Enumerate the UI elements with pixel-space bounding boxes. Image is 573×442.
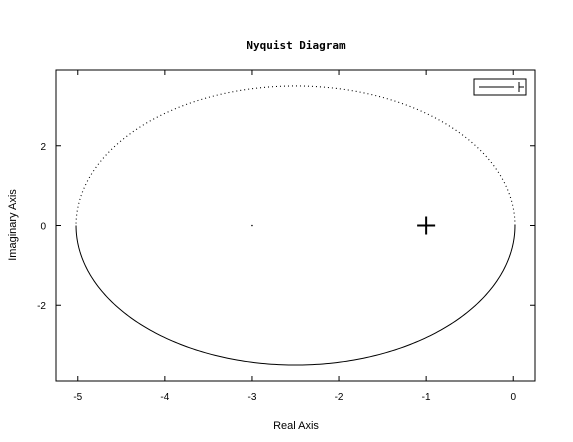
y-tick-label: 0 — [40, 222, 46, 233]
y-tick-label: 2 — [40, 142, 46, 153]
x-tick-label: 0 — [510, 392, 516, 403]
curve-lower-half — [75, 225, 516, 366]
critical-point-marker — [417, 216, 436, 235]
plot-frame — [55, 69, 536, 382]
x-tick-label: -4 — [160, 392, 169, 403]
center-dot — [251, 224, 253, 227]
legend — [473, 78, 527, 96]
x-tick-label: -2 — [335, 392, 344, 403]
nyquist-curve — [75, 85, 516, 366]
chart-title: Nyquist Diagram — [246, 39, 346, 52]
axis-ticks: -5 -4 -3 -2 -1 0 -2 0 2 — [37, 70, 535, 403]
x-axis-label: Real Axis — [273, 420, 319, 432]
x-tick-label: -5 — [73, 392, 82, 403]
x-tick-label: -3 — [248, 392, 257, 403]
curve-upper-half — [75, 85, 516, 226]
y-tick-label: -2 — [37, 301, 46, 312]
x-tick-label: -1 — [422, 392, 431, 403]
y-axis-label: Imaginary Axis — [7, 189, 19, 261]
